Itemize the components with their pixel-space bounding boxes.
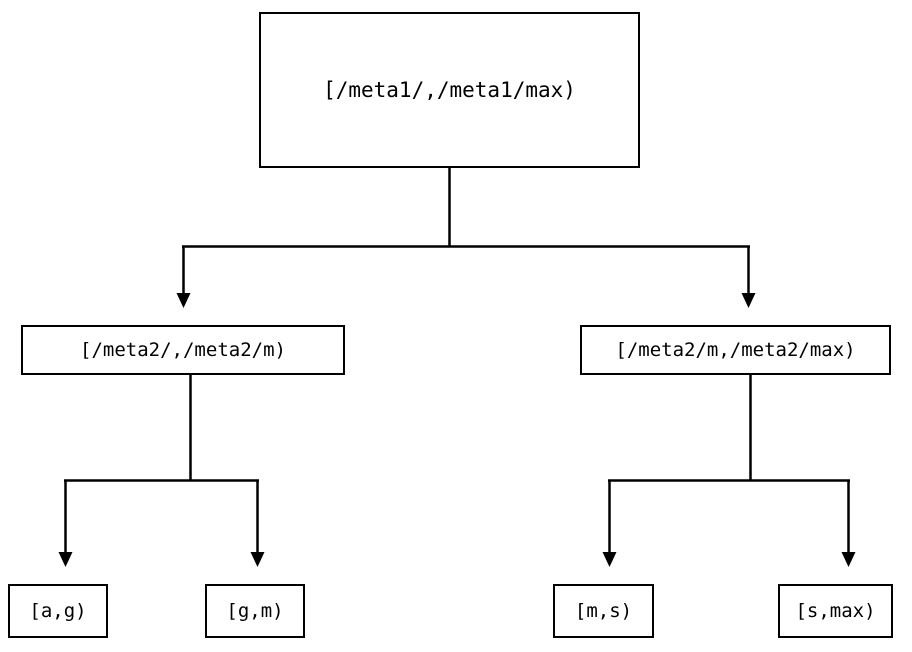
arrowhead-meta2low-to-leaf-ag [58,552,73,567]
node-leaf-m-s-label: [m,s) [574,599,633,622]
node-leaf-g-m-label: [g,m) [226,599,284,622]
arrowhead-root-to-meta2-low [176,293,191,308]
arrowhead-meta2low-to-leaf-gm [250,552,265,567]
arrowhead-root-to-meta2-high [741,293,756,308]
node-meta2-high-range[interactable]: [/meta2/m,/meta2/max) [580,325,891,375]
arrowhead-meta2high-to-leaf-smax [841,552,856,567]
node-root-label: [/meta1/,/meta1/max) [323,77,576,102]
node-leaf-m-s[interactable]: [m,s) [553,584,654,638]
node-leaf-s-max[interactable]: [s,max) [778,584,893,638]
node-root-meta1-range[interactable]: [/meta1/,/meta1/max) [259,12,640,168]
node-leaf-s-max-label: [s,max) [795,599,876,622]
node-meta2-low-label: [/meta2/,/meta2/m) [80,338,286,361]
node-leaf-g-m[interactable]: [g,m) [205,584,305,638]
edge-meta2low-to-leaves [58,375,265,567]
arrowhead-meta2high-to-leaf-ms [602,552,617,567]
edge-meta2high-to-leaves [602,375,856,567]
node-leaf-a-g-label: [a,g) [29,599,87,622]
node-meta2-low-range[interactable]: [/meta2/,/meta2/m) [21,325,345,375]
edge-root-to-level1 [176,168,756,308]
node-meta2-high-label: [/meta2/m,/meta2/max) [615,338,856,361]
node-leaf-a-g[interactable]: [a,g) [8,584,108,638]
